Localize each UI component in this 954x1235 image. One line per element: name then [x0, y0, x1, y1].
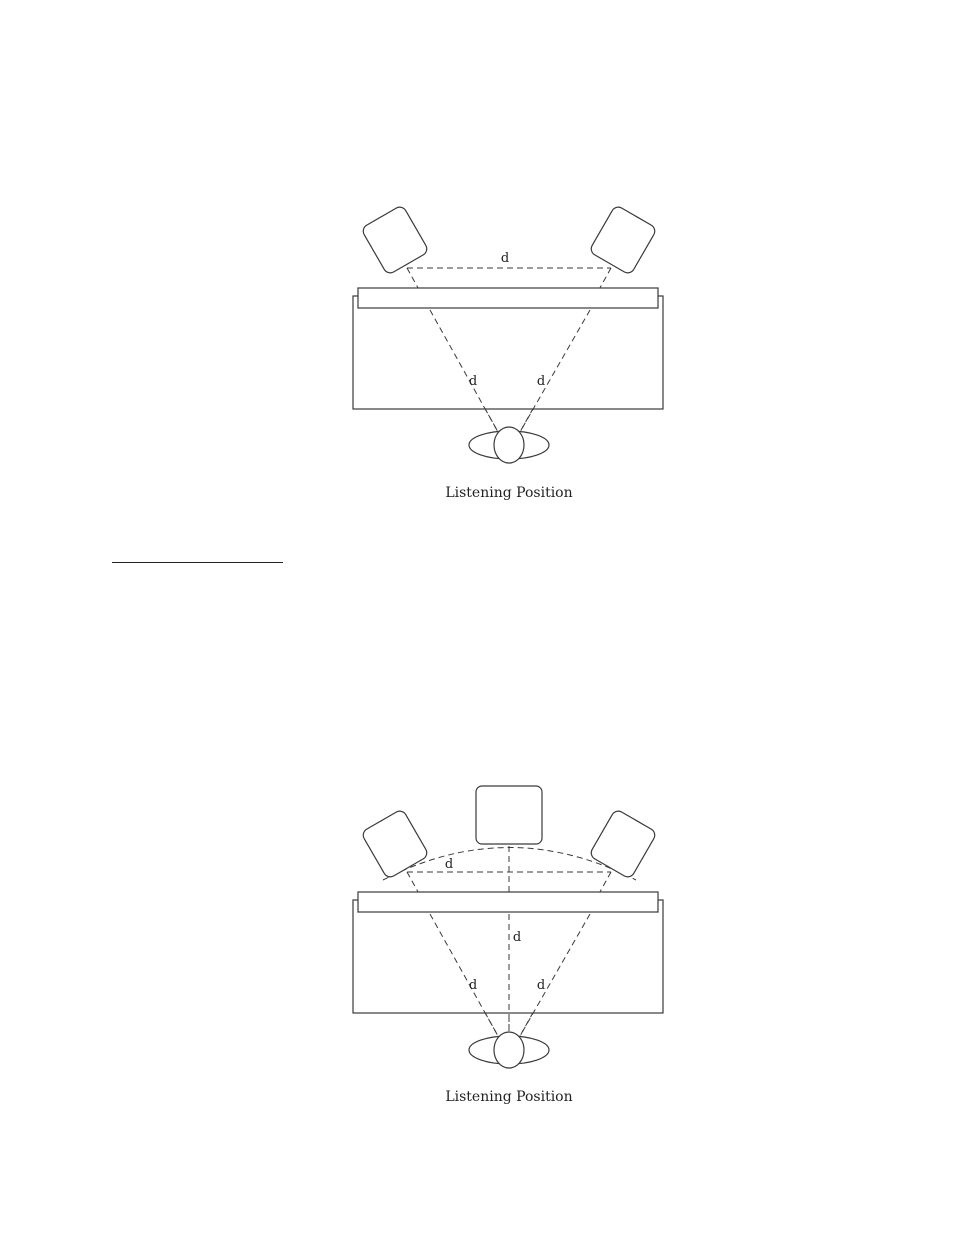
left-speaker — [361, 205, 430, 276]
listener-shoulders — [469, 1036, 549, 1064]
listener-head — [494, 1032, 524, 1068]
desk-shelf — [358, 892, 658, 912]
distance-label-arc: d — [445, 857, 453, 872]
right-speaker — [589, 809, 658, 880]
stereo-setup-diagram: d d d Listening Position — [0, 0, 954, 620]
desk — [353, 900, 663, 1013]
left-listener-distance-line — [407, 872, 498, 1036]
right-listener-distance-line — [520, 872, 611, 1036]
desk-shelf — [358, 288, 658, 308]
distance-label-left: d — [469, 374, 477, 389]
distance-label-right: d — [537, 978, 545, 993]
distance-label-top: d — [501, 251, 509, 266]
listening-position-caption: Listening Position — [445, 1089, 572, 1105]
distance-label-right: d — [537, 374, 545, 389]
distance-label-center: d — [513, 930, 521, 945]
right-speaker — [589, 205, 658, 276]
listening-position-caption: Listening Position — [445, 485, 572, 501]
left-speaker — [361, 809, 430, 880]
center-speaker — [476, 786, 542, 844]
desk — [353, 296, 663, 409]
listener-head — [494, 427, 524, 463]
distance-label-left: d — [469, 978, 477, 993]
equal-distance-arc — [383, 848, 636, 881]
